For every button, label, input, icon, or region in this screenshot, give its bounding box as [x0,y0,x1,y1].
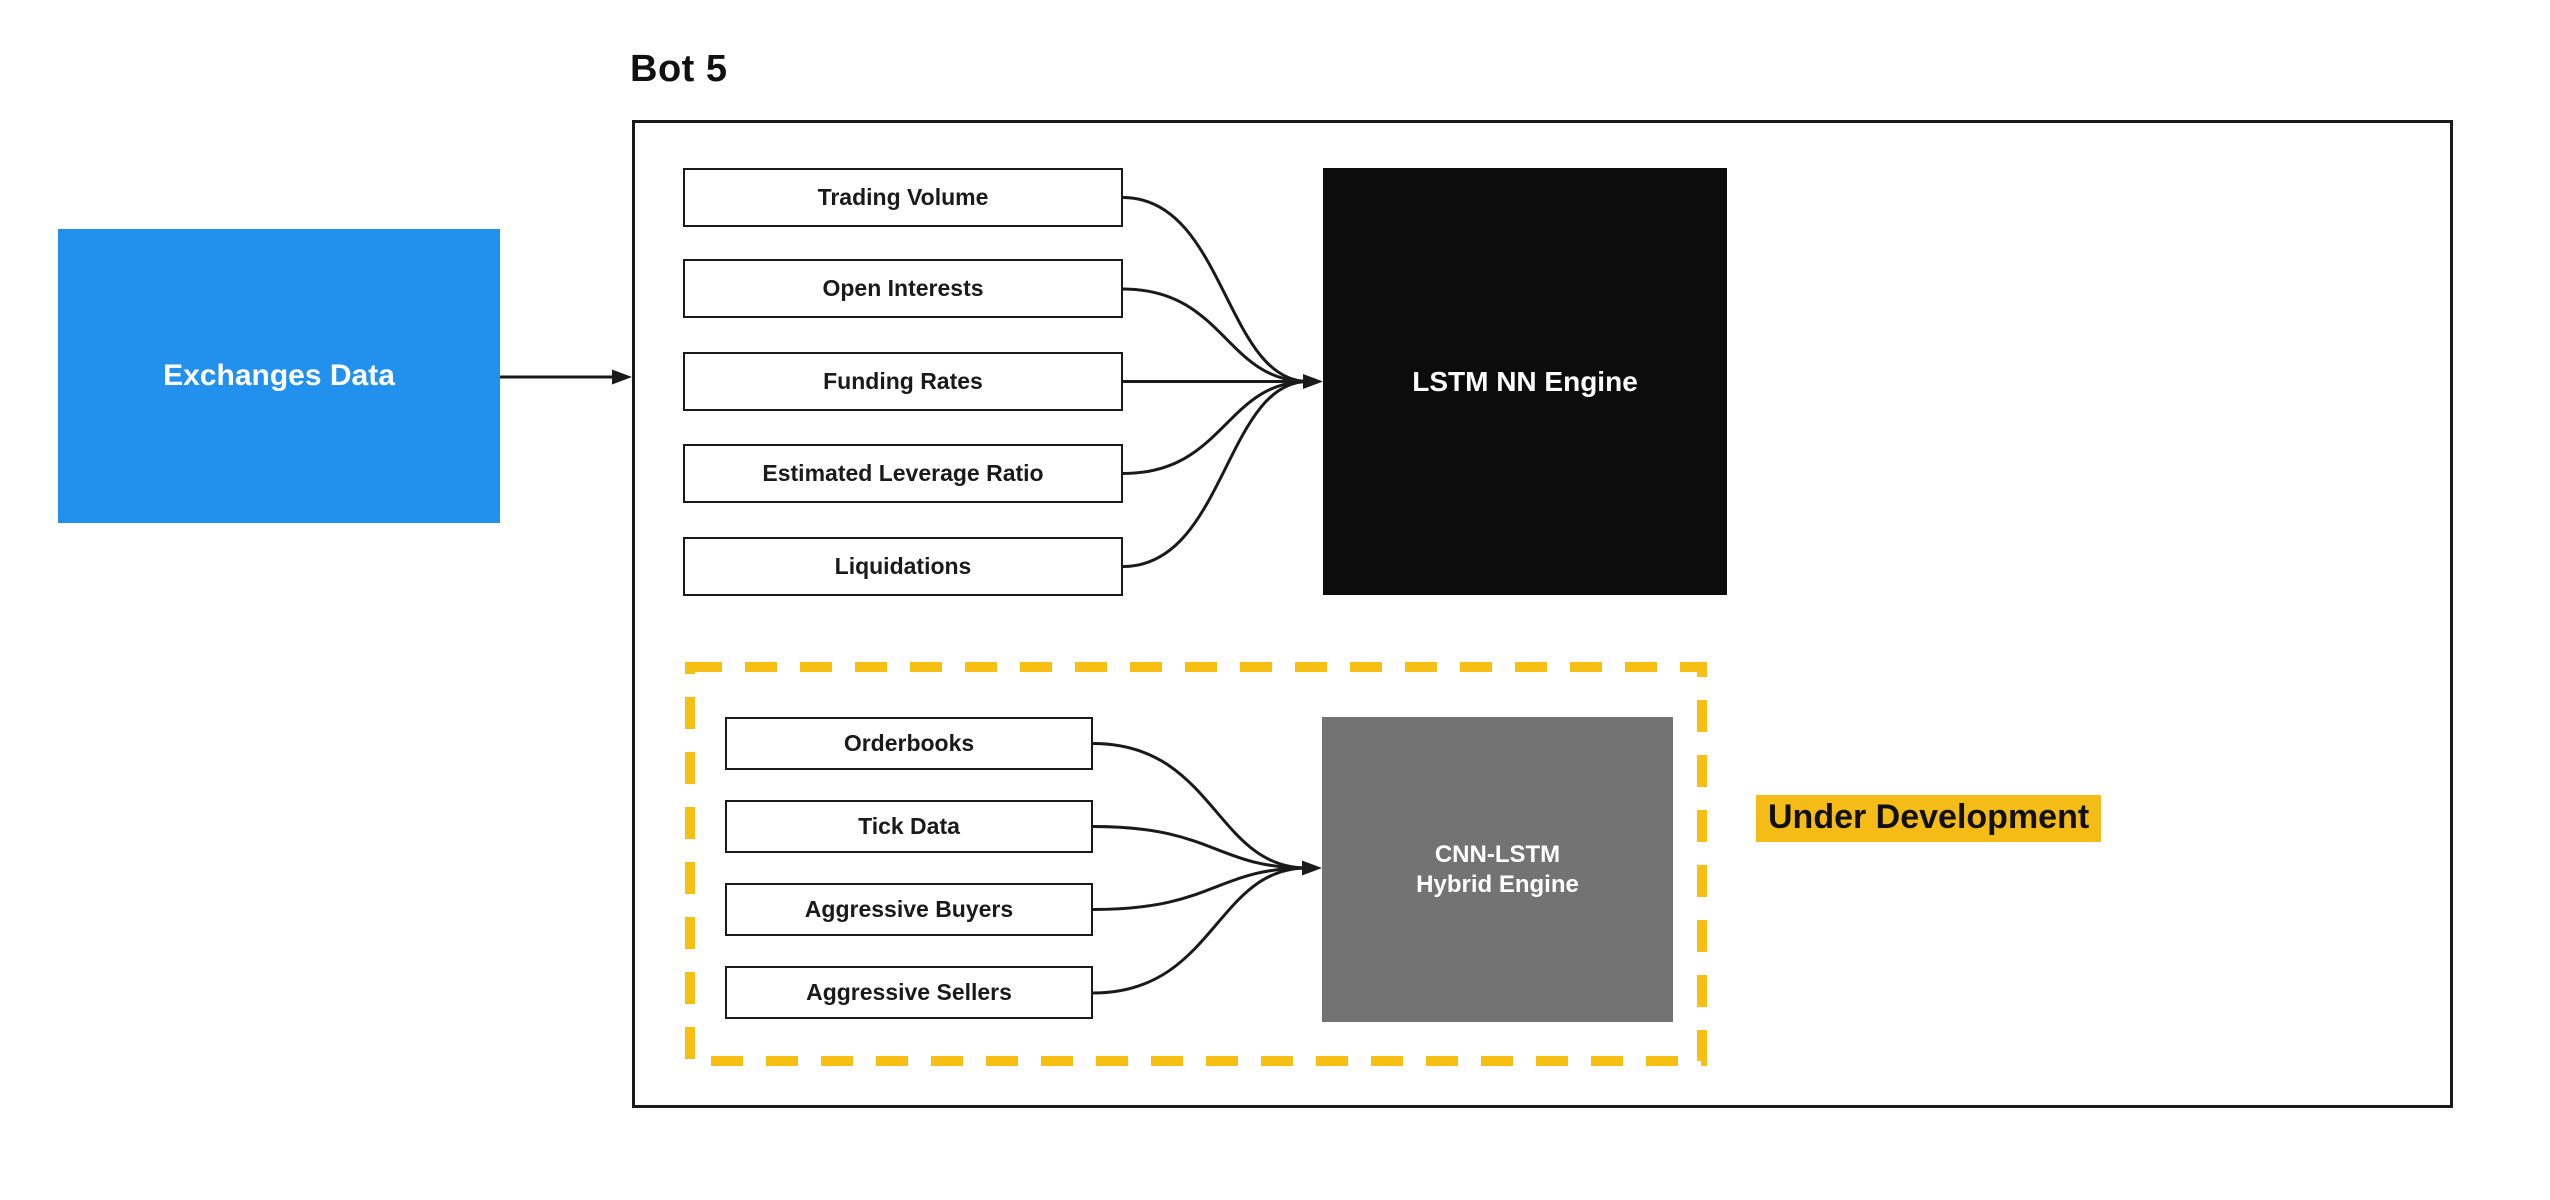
connector-liquidations [1122,380,1309,568]
arrowhead-lstm-engine [1303,374,1323,389]
input-estimated-leverage-ratio: Estimated Leverage Ratio [683,444,1123,503]
arrowhead-exchanges-to-bot [612,369,632,385]
connector-aggressive-buyers [1092,866,1308,911]
cnn-lstm-engine-box: CNN-LSTM Hybrid Engine [1322,717,1673,1022]
connector-trading-volume [1122,196,1309,383]
input-funding-rates: Funding Rates [683,352,1123,411]
cnn-engine-label-line2: Hybrid Engine [1416,870,1579,898]
cnn-engine-label-line1: CNN-LSTM [1434,840,1561,868]
connector-aggressive-sellers [1092,866,1308,995]
bot-container [632,120,2453,1108]
lstm-engine-box: LSTM NN Engine [1323,168,1727,595]
input-tick-data: Tick Data [725,800,1093,853]
input-liquidations: Liquidations [683,537,1123,596]
page-title: Bot 5 [630,48,728,90]
input-aggressive-buyers: Aggressive Buyers [725,883,1093,936]
input-orderbooks: Orderbooks [725,717,1093,770]
lstm-engine-label: LSTM NN Engine [1412,365,1638,397]
exchanges-data-box: Exchanges Data [58,229,500,523]
input-open-interests: Open Interests [683,259,1123,318]
arrowhead-cnn-engine [1302,860,1322,876]
connector-orderbooks [1092,742,1308,870]
under-development-dashed-border [685,662,1707,1066]
connector-tick-data [1092,825,1308,870]
input-aggressive-sellers: Aggressive Sellers [725,966,1093,1019]
status-badge: Under Development [1756,795,2102,842]
input-trading-volume: Trading Volume [683,168,1123,227]
connector-open-interests [1122,287,1309,383]
connector-estimated-leverage-ratio [1122,380,1309,475]
